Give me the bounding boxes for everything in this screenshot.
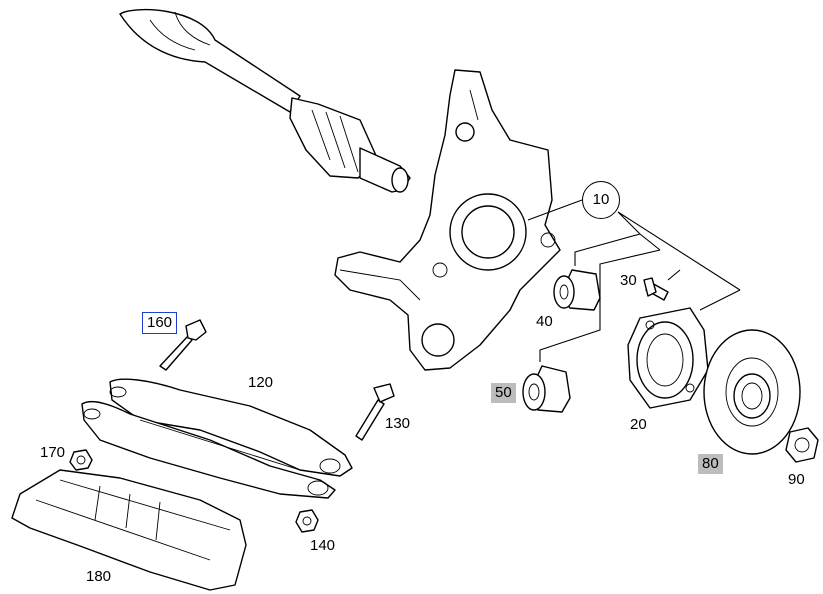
leader-lines	[527, 199, 741, 362]
wheel-hub	[627, 307, 709, 409]
brake-disc	[703, 329, 801, 455]
wheel-carrier	[334, 69, 561, 371]
screw-130	[355, 383, 395, 441]
group-callout-10[interactable]: 10	[582, 181, 620, 219]
callout-50[interactable]: 50	[491, 383, 516, 403]
control-arm	[81, 378, 353, 499]
callout-140[interactable]: 140	[310, 537, 336, 554]
callout-170[interactable]: 170	[40, 444, 66, 461]
bolt-160	[159, 319, 207, 371]
nut-140	[295, 509, 319, 533]
screw-30	[643, 277, 669, 301]
callout-80[interactable]: 80	[698, 454, 723, 474]
nut-170	[69, 449, 93, 471]
drive-shaft	[119, 8, 411, 193]
callout-20[interactable]: 20	[630, 416, 647, 433]
callout-90[interactable]: 90	[788, 471, 805, 488]
callout-160[interactable]: 160	[142, 312, 178, 334]
cover-panel	[11, 469, 247, 591]
callout-180[interactable]: 180	[86, 568, 112, 585]
nut-90	[785, 427, 819, 463]
bush-40	[553, 269, 601, 311]
callout-130[interactable]: 130	[385, 415, 411, 432]
callout-30[interactable]: 30	[620, 272, 637, 289]
bush-50	[522, 365, 571, 413]
callout-120[interactable]: 120	[248, 374, 274, 391]
callout-40[interactable]: 40	[536, 313, 553, 330]
